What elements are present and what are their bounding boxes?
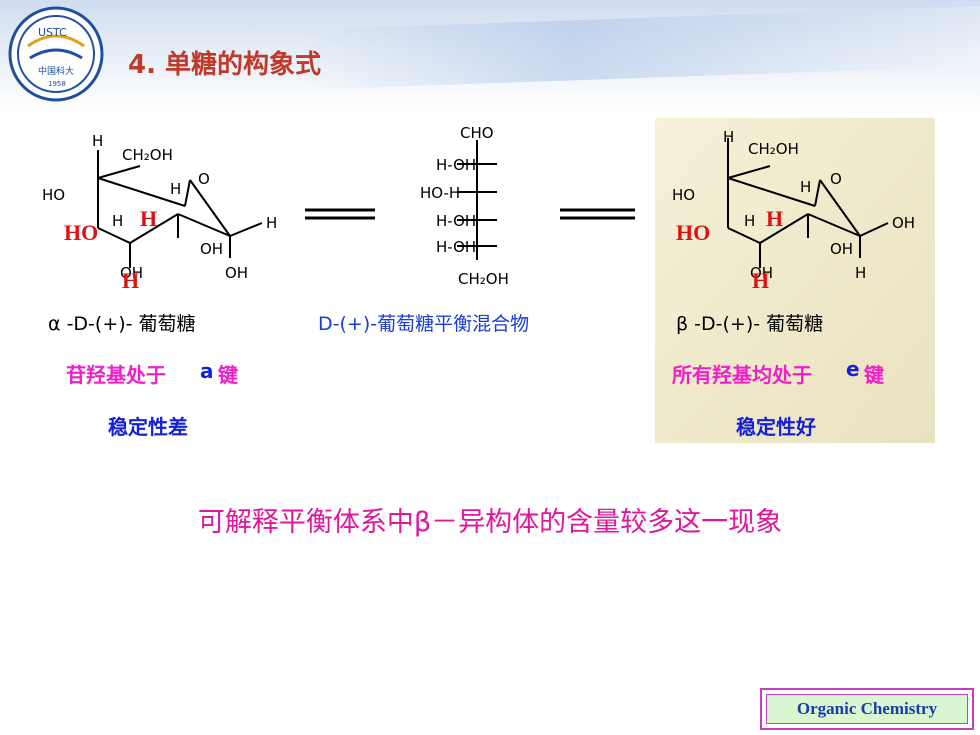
fischer-row-2: H-OH [436,156,476,174]
beta-note-prefix: 所有羟基均处于 [672,363,812,387]
footer-badge: Organic Chemistry [760,688,974,730]
beta-h-ring: H [800,178,811,196]
logo-cn-text: 中国科大 [38,65,74,77]
beta-red-h-ring: H [766,206,783,231]
alpha-note-key: a [200,359,214,383]
logo-year: 1958 [48,80,66,88]
beta-ho-left: HO [672,186,695,204]
beta-note-key: e [846,357,860,381]
explanation-caption: 可解释平衡体系中β－异构体的含量较多这一现象 [197,507,783,538]
beta-note-suffix: 键 [864,363,884,387]
beta-h-c1: H [855,264,866,282]
alpha-name: α -D-(+)- 葡萄糖 [48,313,196,335]
fischer-row-4: H-OH [436,212,476,230]
alpha-oh-c1: OH [225,264,248,282]
beta-ring-o: O [830,170,842,188]
fischer-projection [457,140,497,260]
fischer-row-5: H-OH [436,238,476,256]
slide-title: 4. 单糖的构象式 [128,50,322,80]
glucose-conformation-diagram: H CH₂OH HO O H H OH OH OH H HO H H α -D-… [42,118,935,443]
beta-ch2oh: CH₂OH [748,140,799,158]
fischer-row-6: CH₂OH [458,270,509,288]
beta-oh-c1: OH [892,214,915,232]
beta-red-ho: HO [676,220,710,245]
alpha-note-suffix: 键 [218,363,238,387]
alpha-oh-ring: OH [200,240,223,258]
fischer-name: D-(+)-葡萄糖平衡混合物 [318,313,529,335]
equilibrium-arrow-right [560,208,635,220]
alpha-ring-o: O [198,170,210,188]
beta-h-top: H [723,128,734,146]
beta-red-h-bottom: H [752,268,769,293]
alpha-h-top: H [92,132,103,150]
fischer-row-1: CHO [460,124,494,142]
alpha-red-ho: HO [64,220,98,245]
fischer-row-3: HO-H [420,184,460,202]
beta-h-c4: H [744,212,755,230]
footer-badge-inner: Organic Chemistry [766,694,968,724]
beta-panel-background [655,118,935,443]
footer-label: Organic Chemistry [796,699,938,718]
beta-stability: 稳定性好 [736,415,816,439]
beta-oh-ring: OH [830,240,853,258]
alpha-chair [97,150,263,268]
beta-chair [727,138,889,268]
beta-name: β -D-(+)- 葡萄糖 [676,313,823,335]
beta-oh-bottom: OH [750,264,773,282]
logo-text: USTC [38,26,67,39]
equilibrium-arrow-left [305,208,375,220]
alpha-h-ring: H [170,180,181,198]
alpha-note-prefix: 苷羟基处于 [66,363,166,387]
alpha-red-h-bottom: H [122,268,139,293]
alpha-ho-left: HO [42,186,65,204]
alpha-stability: 稳定性差 [108,415,188,439]
ustc-logo: USTC 中国科大 1958 [8,6,104,102]
alpha-h-c1: H [266,214,277,232]
alpha-h-c4: H [112,212,123,230]
alpha-red-h-ring: H [140,206,157,231]
alpha-ch2oh: CH₂OH [122,146,173,164]
alpha-oh-bottom: OH [120,264,143,282]
